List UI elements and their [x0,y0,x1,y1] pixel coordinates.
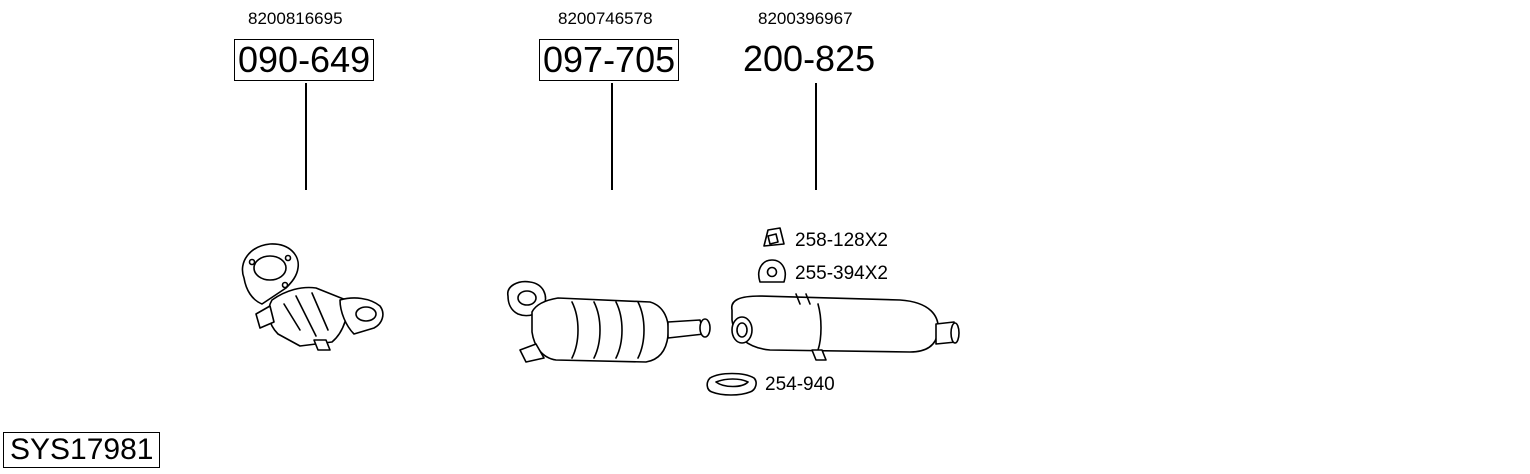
accessory-label-1[interactable]: 258-128X2 [795,230,888,251]
part-number-2[interactable]: 097-705 [539,39,680,81]
oem-number-3: 8200396967 [758,9,853,28]
rear-silencer-drawing[interactable] [731,293,960,361]
part-number-3[interactable]: 200-825 [743,38,876,79]
catalytic-converter-drawing[interactable] [241,243,384,351]
accessory-label-3[interactable]: 254-940 [765,374,835,395]
pipe-clamp-icon [706,372,757,396]
oem-number-1: 8200816695 [248,9,343,28]
particulate-filter-drawing[interactable] [507,280,711,363]
oem-number-2: 8200746578 [558,9,653,28]
leader-line-2 [611,83,613,190]
leader-line-1 [305,83,307,190]
rubber-hanger-icon [763,227,785,247]
system-code: SYS17981 [3,432,161,468]
leader-line-3 [815,83,817,190]
rubber-ring-mount-icon [757,259,787,283]
part-number-1[interactable]: 090-649 [234,39,375,81]
accessory-label-2[interactable]: 255-394X2 [795,263,888,284]
